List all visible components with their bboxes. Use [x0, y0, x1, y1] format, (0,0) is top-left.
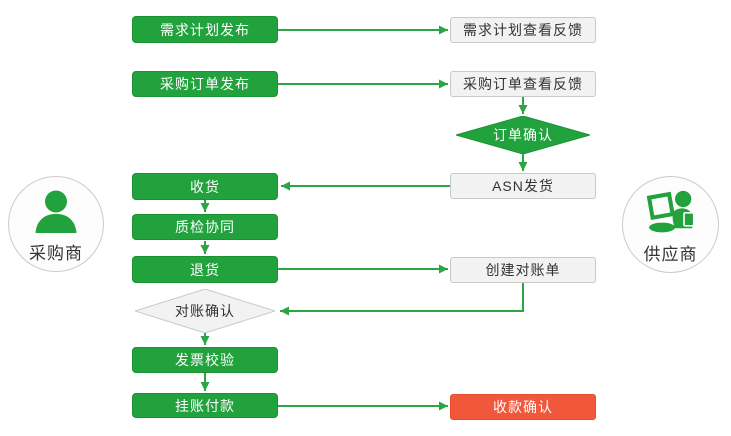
node-asn-ship: ASN发货	[450, 173, 596, 199]
node-label: 订单确认	[493, 127, 553, 143]
edge-create-statement-to-statement-confirm	[280, 283, 524, 316]
node-po-feedback: 采购订单查看反馈	[450, 71, 596, 97]
node-label: ASN发货	[492, 178, 554, 194]
diamond-shape	[135, 289, 275, 333]
node-label: 退货	[190, 261, 220, 278]
node-label: 质检协同	[175, 219, 235, 235]
node-receipt-confirm: 收款确认	[450, 394, 596, 420]
node-label: 发票校验	[175, 352, 235, 368]
node-label: 需求计划查看反馈	[463, 22, 583, 38]
actor-supplier: 供应商	[622, 176, 719, 273]
actor-buyer: 采购商	[8, 176, 104, 272]
node-book-payment: 挂账付款	[132, 393, 278, 418]
node-po-publish: 采购订单发布	[132, 71, 278, 97]
node-invoice-check: 发票校验	[132, 347, 278, 373]
node-receive-goods: 收货	[132, 173, 278, 200]
actor-buyer-label: 采购商	[29, 244, 83, 263]
node-demand-plan-feedback: 需求计划查看反馈	[450, 17, 596, 43]
diamond-shape	[456, 116, 590, 154]
node-label: 收货	[190, 178, 220, 195]
node-create-statement: 创建对账单	[450, 257, 596, 283]
node-quality-collaboration: 质检协同	[132, 214, 278, 240]
buyer-person-icon	[33, 190, 79, 238]
actor-supplier-label: 供应商	[643, 245, 698, 264]
node-demand-plan-publish: 需求计划发布	[132, 16, 278, 43]
node-label: 挂账付款	[175, 397, 235, 414]
node-label: 采购订单发布	[160, 76, 250, 92]
node-order-confirm-decision: 订单确认	[456, 116, 590, 154]
node-label: 对账确认	[175, 303, 235, 319]
node-label: 收款确认	[493, 399, 553, 415]
supplier-person-laptop-icon	[645, 190, 697, 239]
node-label: 需求计划发布	[160, 21, 250, 38]
node-label: 采购订单查看反馈	[463, 76, 583, 92]
node-return-goods: 退货	[132, 256, 278, 283]
node-label: 创建对账单	[485, 262, 561, 278]
node-statement-confirm-decision: 对账确认	[135, 289, 275, 333]
